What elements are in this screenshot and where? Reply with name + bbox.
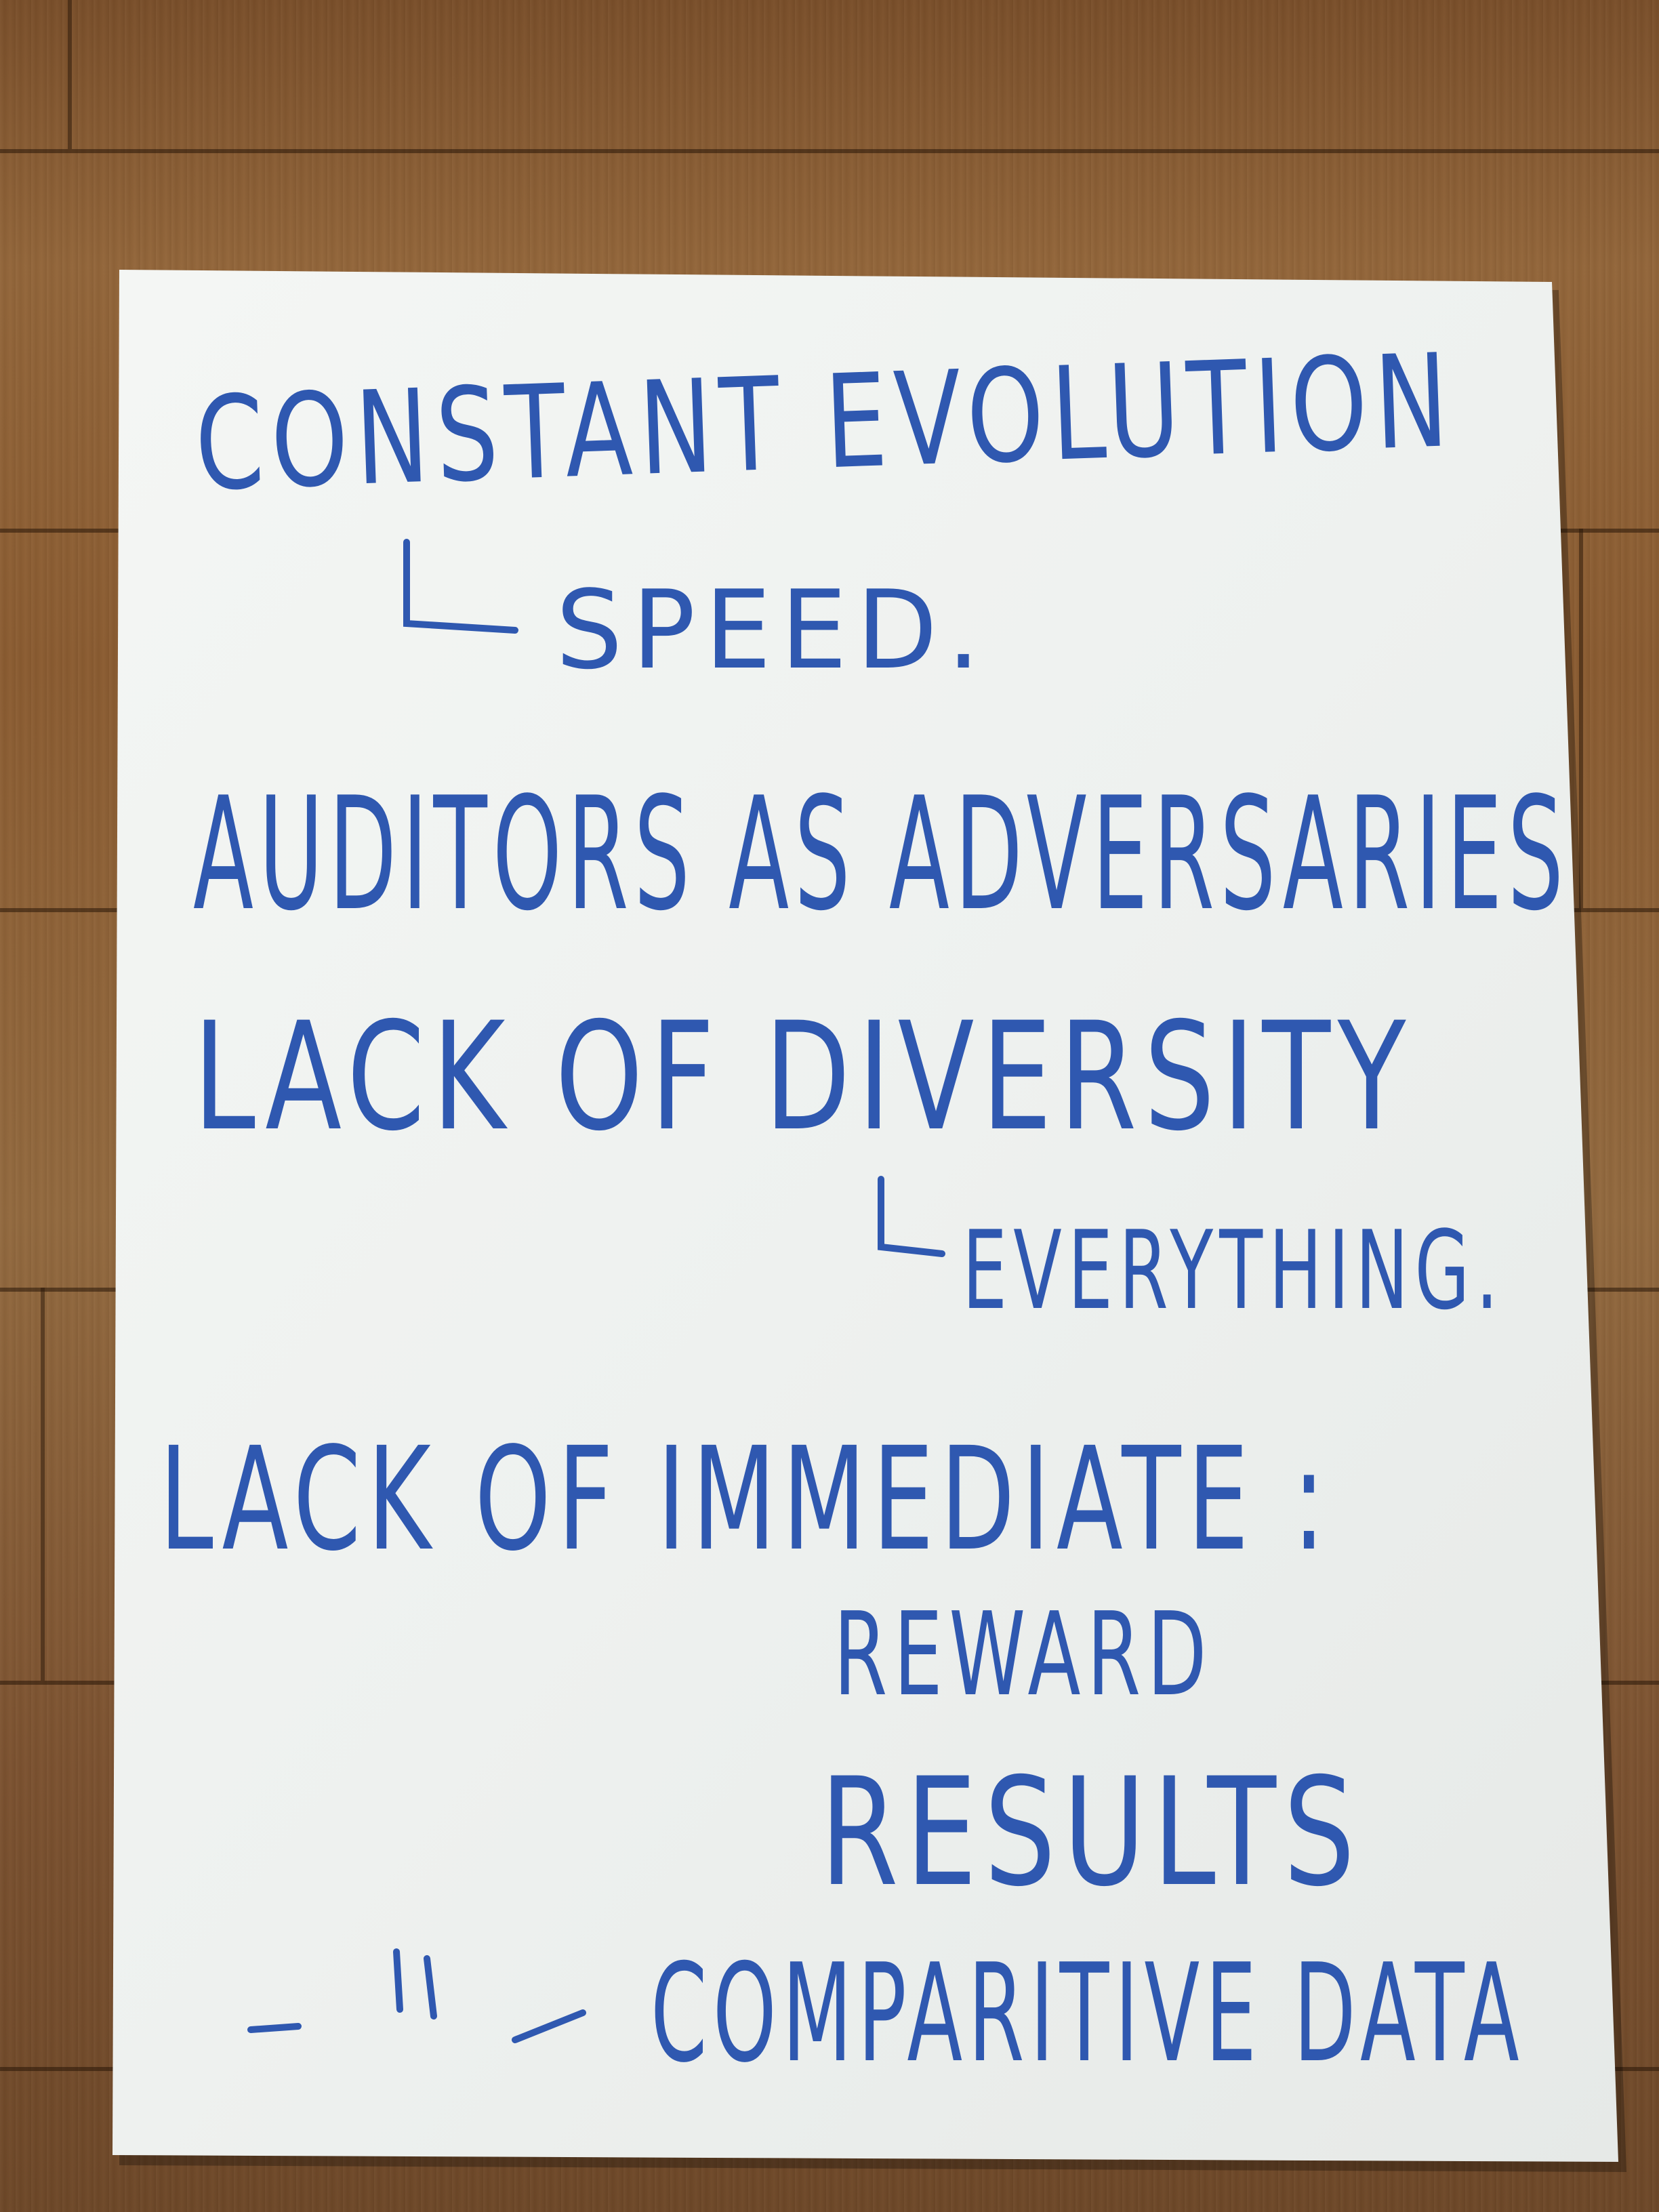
arrow-bracket <box>403 539 518 634</box>
note-line: LACK OF IMMEDIATE : <box>159 1416 1332 1582</box>
ditto-marks <box>247 1948 586 2043</box>
paper-surface <box>112 270 1618 2162</box>
note-line: AUDITORS AS ADVERSARIES <box>193 764 1569 945</box>
floor-plank-seam <box>68 0 72 149</box>
floor-plank-seam <box>1579 529 1583 908</box>
note-line: RESULTS <box>820 1746 1362 1919</box>
arrow-bracket <box>878 1176 945 1257</box>
note-line: COMPARITIVE DATA <box>651 1935 1525 2093</box>
note-line: EVERYTHING. <box>962 1207 1504 1334</box>
note-line: LACK OF DIVERSITY <box>193 990 1413 1164</box>
note-line: REWARD <box>834 1588 1213 1722</box>
floor-plank-seam <box>0 149 1659 153</box>
note-line: SPEED. <box>556 567 989 693</box>
floor-plank-seam <box>41 1288 45 1681</box>
